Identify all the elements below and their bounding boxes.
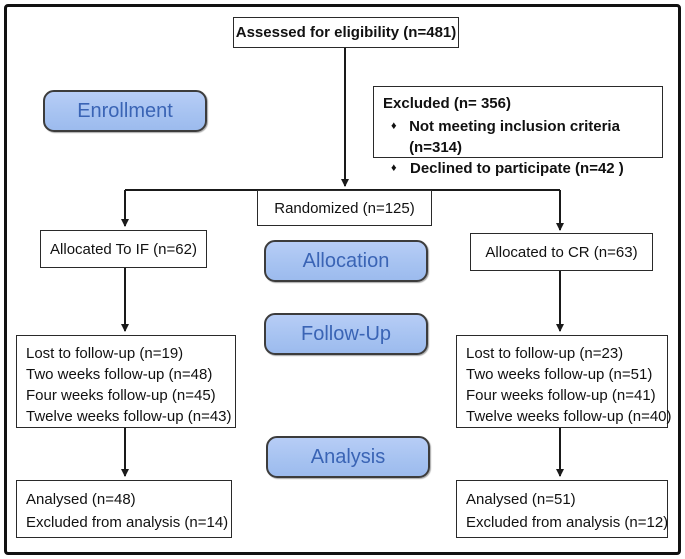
stage-label-allocation: Allocation <box>264 240 428 282</box>
analysis-line: Analysed (n=48) <box>26 491 136 508</box>
stage-label-followup: Follow-Up <box>264 313 428 355</box>
analysis-cr-box: Analysed (n=51) Excluded from analysis (… <box>456 480 668 538</box>
diamond-bullet-icon: ♦ <box>391 162 397 174</box>
assessed-eligibility-box: Assessed for eligibility (n=481) <box>233 17 459 48</box>
followup-line: Lost to follow-up (n=19) <box>26 345 184 362</box>
followup-line: Lost to follow-up (n=23) <box>466 345 624 362</box>
followup-line: Two weeks follow-up (n=51) <box>466 366 653 383</box>
followup-line: Twelve weeks follow-up (n=40) <box>466 408 672 425</box>
excluded-item-text: Declined to participate (n=42 ) <box>410 160 624 177</box>
stage-label-enrollment: Enrollment <box>43 90 207 132</box>
excluded-title: Excluded (n= 356) <box>383 95 511 112</box>
followup-line: Two weeks follow-up (n=48) <box>26 366 213 383</box>
followup-line: Four weeks follow-up (n=41) <box>466 387 656 404</box>
excluded-item-text: Not meeting inclusion criteria (n=314) <box>409 118 620 156</box>
analysis-line: Excluded from analysis (n=14) <box>26 514 229 531</box>
allocated-cr-box: Allocated to CR (n=63) <box>470 233 653 271</box>
analysis-line: Analysed (n=51) <box>466 491 576 508</box>
allocated-if-box: Allocated To IF (n=62) <box>40 230 207 268</box>
followup-if-box: Lost to follow-up (n=19) Two weeks follo… <box>16 335 236 428</box>
analysis-if-box: Analysed (n=48) Excluded from analysis (… <box>16 480 232 538</box>
excluded-item: ♦ Declined to participate (n=42 ) <box>383 158 656 179</box>
followup-line: Twelve weeks follow-up (n=43) <box>26 408 232 425</box>
diamond-bullet-icon: ♦ <box>391 120 397 132</box>
randomized-box: Randomized (n=125) <box>257 190 432 226</box>
excluded-box: Excluded (n= 356) ♦ Not meeting inclusio… <box>373 86 663 177</box>
analysis-line: Excluded from analysis (n=12) <box>466 514 669 531</box>
stage-label-analysis: Analysis <box>266 436 430 478</box>
followup-line: Four weeks follow-up (n=45) <box>26 387 216 404</box>
excluded-item: ♦ Not meeting inclusion criteria (n=314) <box>383 116 656 158</box>
followup-cr-box: Lost to follow-up (n=23) Two weeks follo… <box>456 335 672 428</box>
